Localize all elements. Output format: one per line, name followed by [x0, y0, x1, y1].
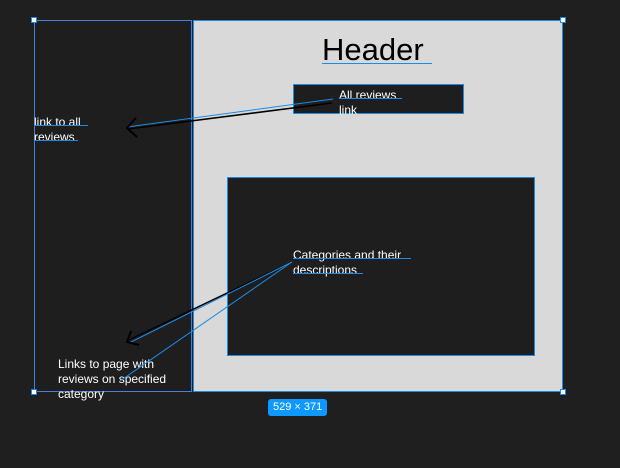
note-all-reviews-underline-1 [34, 125, 88, 126]
all-reviews-label-underline [339, 98, 402, 99]
note-all-reviews-underline-2 [34, 140, 78, 141]
wireframe-header-title[interactable]: Header [322, 32, 424, 67]
selection-size-badge: 529 × 371 [268, 399, 328, 416]
categories-label-underline-1 [293, 258, 411, 259]
annotation-frame-left[interactable] [34, 20, 192, 392]
note-links-to-category-pages[interactable]: Links to page with reviews on specified … [58, 357, 167, 401]
categories-label-underline-2 [293, 273, 363, 274]
selection-handle-bottom-right[interactable] [560, 389, 566, 395]
selection-handle-top-right[interactable] [560, 17, 566, 23]
selection-handle-bottom-left[interactable] [31, 389, 37, 395]
header-title-underline [322, 63, 432, 64]
selection-handle-top-left[interactable] [31, 17, 37, 23]
all-reviews-link-label[interactable]: All reviews link [339, 88, 397, 117]
